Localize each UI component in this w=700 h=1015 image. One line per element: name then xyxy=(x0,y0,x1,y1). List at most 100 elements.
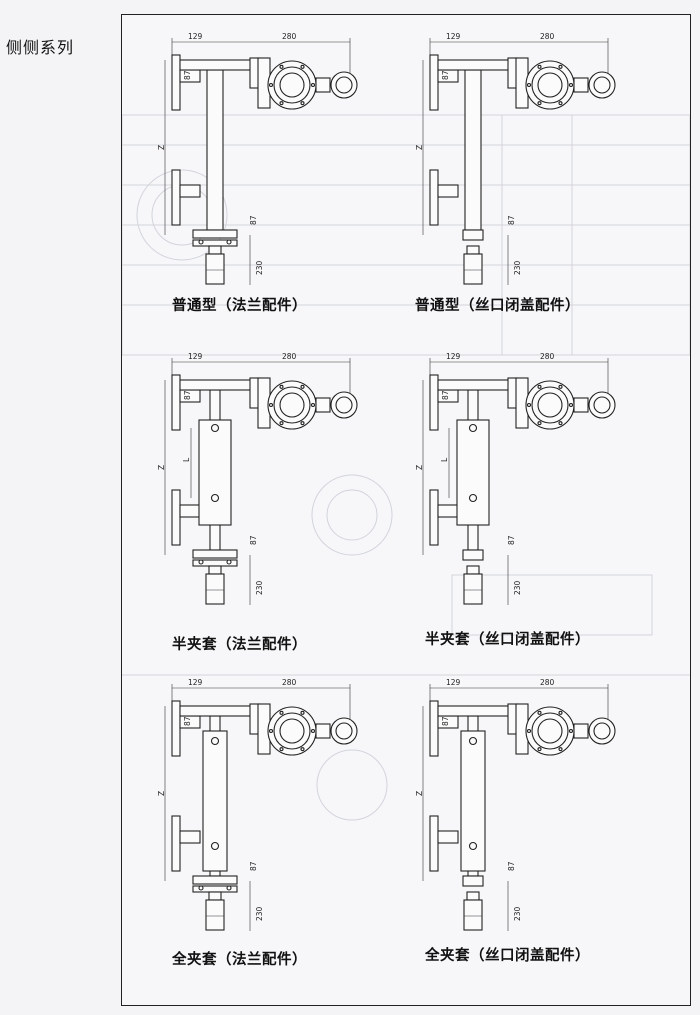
junction-box xyxy=(330,391,358,419)
diagram-caption: 普通型（法兰配件） xyxy=(172,298,307,314)
drain-valve xyxy=(205,899,225,931)
dimension-label: 87 xyxy=(441,716,450,726)
diagram-caption: 半夹套（丝口闭盖配件） xyxy=(425,632,590,648)
bottom-flange xyxy=(192,549,238,559)
transmitter-dial xyxy=(279,392,305,418)
diagram-caption: 半夹套（法兰配件） xyxy=(172,637,307,653)
bolt xyxy=(198,885,204,891)
dimension-label: Z xyxy=(157,465,166,470)
bolt xyxy=(279,101,284,106)
dimension-label: Z xyxy=(157,791,166,796)
drain-neck xyxy=(466,891,480,901)
dimension-label: L xyxy=(182,457,191,462)
transmitter-head xyxy=(525,706,575,756)
bolt xyxy=(226,239,232,245)
transmitter-ring xyxy=(531,66,569,104)
dimension-label: 87 xyxy=(249,535,258,545)
transmitter-dial xyxy=(537,718,563,744)
cable-gland xyxy=(315,77,331,93)
bolt xyxy=(226,559,232,565)
top-arm xyxy=(179,705,261,717)
dimension-label: 87 xyxy=(249,215,258,225)
bolt xyxy=(268,82,274,88)
bolt xyxy=(279,384,284,389)
transmitter-ring xyxy=(273,66,311,104)
dimension-label: 280 xyxy=(540,678,555,687)
bolt xyxy=(558,64,563,69)
dimension-label: 280 xyxy=(282,32,297,41)
drain-valve xyxy=(463,253,483,285)
connector-pipe xyxy=(437,184,459,198)
dimension-label: 230 xyxy=(513,260,522,275)
transmitter-dial xyxy=(537,392,563,418)
bolt xyxy=(310,82,316,88)
cable-gland xyxy=(315,397,331,413)
dimension-label: 129 xyxy=(188,678,203,687)
bolt xyxy=(537,747,542,752)
half-jacket xyxy=(456,419,490,526)
dimension-label: 129 xyxy=(188,32,203,41)
flange-plate xyxy=(429,489,439,546)
junction-box-cover xyxy=(593,76,611,94)
dimension-label: Z xyxy=(157,145,166,150)
top-arm xyxy=(179,59,261,71)
dimension-label: 129 xyxy=(188,352,203,361)
dimension-label: 129 xyxy=(446,32,461,41)
transmitter-head xyxy=(267,60,317,110)
dimension-label: 280 xyxy=(282,678,297,687)
flange-plate xyxy=(171,374,181,431)
dimension-label: 87 xyxy=(507,861,516,871)
main-tube xyxy=(206,69,224,231)
bolt xyxy=(568,728,574,734)
flange-plate xyxy=(171,54,181,111)
flange-plate xyxy=(171,169,181,226)
bolt xyxy=(537,710,542,715)
transmitter-head xyxy=(267,380,317,430)
flange-plate xyxy=(429,700,439,757)
flange-plate xyxy=(429,54,439,111)
transmitter-ring xyxy=(531,712,569,750)
flange-plate xyxy=(171,489,181,546)
drain-neck xyxy=(208,891,222,901)
junction-box xyxy=(588,717,616,745)
diagram-caption: 全夹套（法兰配件） xyxy=(172,952,307,968)
transmitter-ring xyxy=(531,386,569,424)
bolt xyxy=(558,710,563,715)
top-arm xyxy=(179,379,261,391)
jacket-port xyxy=(468,423,478,433)
dimension-label: 230 xyxy=(255,260,264,275)
drain-neck xyxy=(466,245,480,255)
junction-box-cover xyxy=(335,722,353,740)
flange-plate xyxy=(429,169,439,226)
diagram-caption: 普通型（丝口闭盖配件） xyxy=(415,298,580,314)
drain-valve xyxy=(205,253,225,285)
dimension-label: 230 xyxy=(255,580,264,595)
connector-pipe xyxy=(179,504,201,518)
transmitter-dial xyxy=(537,72,563,98)
dimension-label: 87 xyxy=(441,390,450,400)
jacket-port xyxy=(210,736,220,746)
dimension-label: 230 xyxy=(255,906,264,921)
drain-neck xyxy=(466,565,480,575)
dimension-label: Z xyxy=(415,791,424,796)
bolt xyxy=(537,64,542,69)
page-title: 侧侧系列 xyxy=(6,38,75,57)
bottom-flange xyxy=(192,875,238,885)
full-jacket xyxy=(460,730,486,872)
junction-box xyxy=(588,71,616,99)
bolt xyxy=(300,421,305,426)
cable-gland xyxy=(573,397,589,413)
dimension-label: 280 xyxy=(540,352,555,361)
top-arm xyxy=(437,59,519,71)
drain-neck xyxy=(208,565,222,575)
